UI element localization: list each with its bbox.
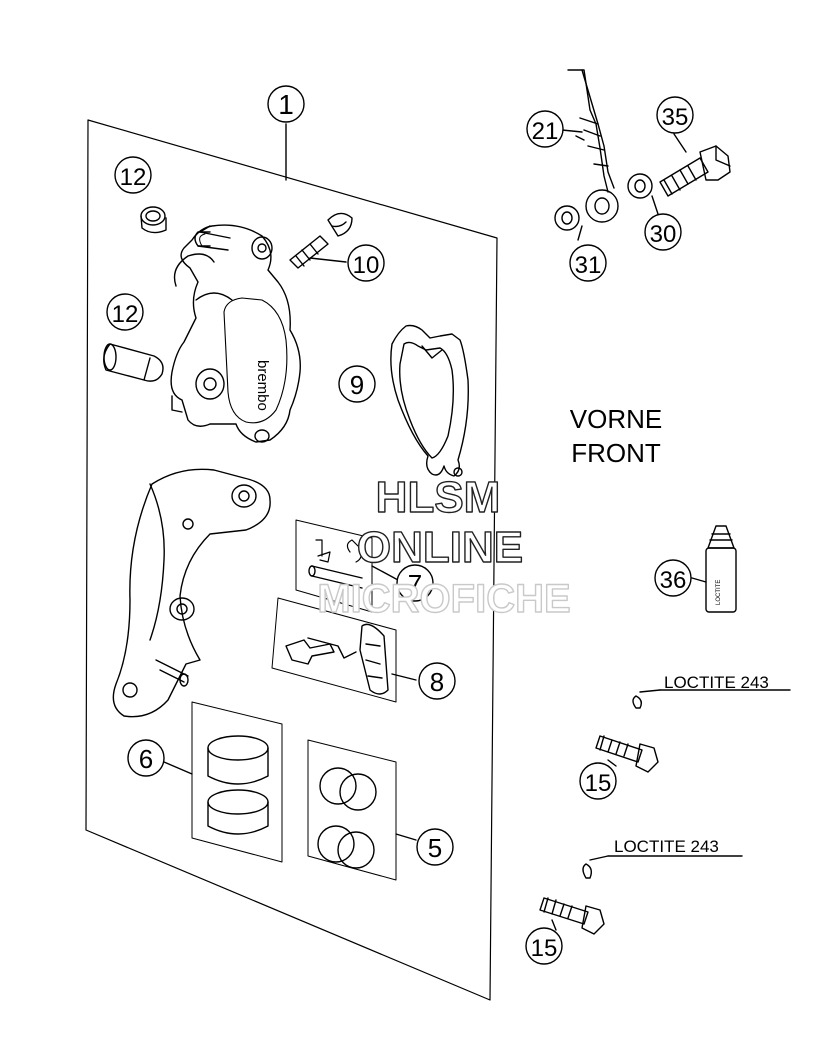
- callout-12-lower-label: 12: [112, 301, 139, 328]
- pistons-card: [163, 701, 283, 863]
- bleed-cap: [140, 206, 167, 234]
- callout-36-label: 36: [660, 567, 687, 594]
- watermark-line-3: MICROFICHE: [317, 577, 570, 621]
- callout-10-label: 10: [353, 252, 380, 279]
- callout-15-lower: 15: [525, 927, 563, 965]
- callout-1: 1: [267, 85, 305, 123]
- loctite-label-lower: LOCTITE 243: [614, 837, 719, 856]
- banjo-bolt: [659, 133, 731, 197]
- pad-spring-kit-card: [271, 597, 417, 703]
- brake-caliper: [170, 224, 301, 443]
- screw-15-lower: [539, 855, 743, 935]
- callout-1-label: 1: [278, 89, 294, 120]
- callout-21-label: 21: [532, 118, 559, 145]
- callout-30-label: 30: [650, 221, 677, 248]
- callout-7-label: 7: [408, 569, 422, 599]
- watermark-line-2: ONLINE: [357, 523, 523, 572]
- callout-15-lower-label: 15: [531, 935, 558, 962]
- kit-outline-panel: [85, 119, 498, 1001]
- loctite-tube: [691, 525, 737, 613]
- screw-15-upper: [595, 689, 791, 773]
- callout-12-upper: 12: [114, 156, 152, 194]
- callout-35: 35: [656, 96, 694, 134]
- callout-35-label: 35: [662, 104, 689, 131]
- caliper-brand-text: brembo: [254, 360, 271, 411]
- callout-7: 7: [396, 564, 434, 602]
- callout-36: 36: [654, 559, 692, 597]
- brake-pads: [390, 324, 469, 477]
- callout-5: 5: [416, 828, 454, 866]
- brake-hose-banjo: [567, 69, 619, 223]
- callout-8-label: 8: [430, 667, 444, 697]
- watermark: HLSM ONLINE MICROFICHE: [317, 472, 572, 621]
- vorne-label: VORNE: [570, 404, 662, 434]
- caliper-bracket: [112, 468, 271, 718]
- callout-9-label: 9: [350, 370, 364, 400]
- callout-15-upper-label: 15: [585, 770, 612, 797]
- bleeder-valve: [289, 212, 353, 269]
- callout-12-upper-label: 12: [120, 164, 147, 191]
- leader-30: [651, 195, 659, 215]
- caliper-guide-pin: [197, 231, 231, 251]
- callout-9: 9: [338, 365, 376, 403]
- watermark-line-1: HLSM: [376, 473, 501, 522]
- caliper-pin-bolt: [103, 343, 164, 382]
- callout-6: 6: [127, 739, 165, 777]
- washer-30: [627, 173, 653, 199]
- callout-5-label: 5: [428, 833, 442, 863]
- spring-kit-card: [295, 519, 399, 613]
- callout-21: 21: [526, 110, 564, 148]
- loctite-label-upper: LOCTITE 243: [664, 673, 769, 692]
- leader-21: [561, 129, 583, 133]
- front-label: FRONT: [571, 438, 661, 468]
- washer-30-hole: [634, 179, 646, 193]
- tube-label: LOCTITE: [716, 580, 722, 605]
- callout-30: 30: [644, 213, 682, 251]
- callout-15-upper: 15: [579, 762, 617, 800]
- washer-31: [554, 205, 580, 231]
- seals-card: [307, 739, 417, 881]
- callout-6-label: 6: [139, 744, 153, 774]
- callout-31-label: 31: [575, 252, 602, 279]
- callout-10: 10: [309, 244, 385, 282]
- callout-12-lower: 12: [106, 293, 144, 331]
- washer-31-hole: [561, 211, 573, 225]
- leader-31: [577, 225, 583, 241]
- callout-8: 8: [418, 662, 456, 700]
- callout-31: 31: [569, 244, 607, 282]
